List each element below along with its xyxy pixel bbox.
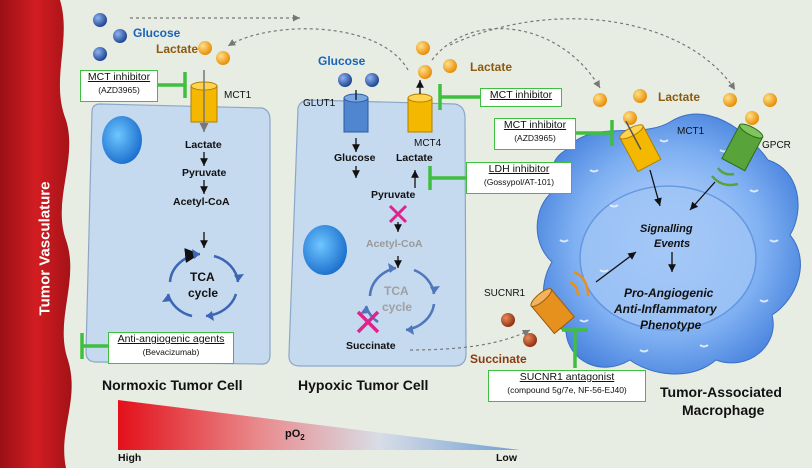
lactate-label-left: Lactate <box>156 42 199 56</box>
tca-block-x <box>356 310 380 334</box>
tca-left-line1: TCA <box>190 270 215 284</box>
hypoxic-acetylcoa: Acetyl-CoA <box>366 238 423 250</box>
lactate-molecules <box>198 41 777 125</box>
inhibitor-sucnr1-name: SUCNR1 antagonist <box>519 371 615 383</box>
hypoxic-glucose: Glucose <box>334 152 376 164</box>
inhibitor-angiogenic-name: Anti-angiogenic agents <box>117 333 225 345</box>
hypoxic-cell <box>288 99 467 367</box>
hypoxic-lactate: Lactate <box>396 152 433 164</box>
vasculature-label: Tumor Vasculature <box>36 181 54 316</box>
macrophage-anti-inflammatory: Anti-Inflammatory <box>614 302 717 316</box>
macrophage-pro-angiogenic: Pro-Angiogenic <box>624 286 714 300</box>
mct1-left-transporter <box>190 70 218 132</box>
normoxic-pyruvate: Pyruvate <box>182 167 227 179</box>
po2-label-sub: 2 <box>300 433 305 443</box>
lactate-label-mid: Lactate <box>470 60 513 74</box>
inhibitor-ldh-name: LDH inhibitor <box>488 163 550 175</box>
macrophage-vesicles <box>559 139 779 353</box>
sucnr1-signal-waves <box>569 270 590 297</box>
normoxic-lactate: Lactate <box>185 139 222 151</box>
hypoxic-succinate: Succinate <box>346 340 396 352</box>
inhibitor-ldh: LDH inhibitor (Gossypol/AT-101) <box>466 162 572 194</box>
lactate-label-right: Lactate <box>658 90 701 104</box>
inhibitor-angiogenic: Anti-angiogenic agents (Bevacizumab) <box>108 332 234 364</box>
glucose-molecules <box>93 13 379 87</box>
po2-label-main: pO <box>285 428 301 440</box>
hypoxic-cell-title: Hypoxic Tumor Cell <box>298 377 429 393</box>
inhibitor-mct4-name: MCT inhibitor <box>489 89 553 101</box>
mct4-transporter <box>407 93 433 133</box>
inhibitor-mct-right: MCT inhibitor (AZD3965) <box>494 118 576 150</box>
po2-gradient-bar <box>118 400 520 450</box>
macrophage-phenotype: Phenotype <box>640 318 702 332</box>
macrophage-nucleus <box>579 185 757 331</box>
tam-title-line2: Macrophage <box>682 402 765 418</box>
lactate-to-tam-arrow <box>431 28 601 89</box>
macrophage-events: Events <box>654 238 691 250</box>
normoxic-nucleus <box>102 116 142 164</box>
glut1-label: GLUT1 <box>303 98 336 109</box>
sucnr1-label: SUCNR1 <box>484 288 526 299</box>
sucnr1-receptor <box>530 288 575 335</box>
gpcr-label: GPCR <box>762 140 791 151</box>
glucose-label-mid: Glucose <box>318 54 366 68</box>
po2-label: pO2 <box>285 428 305 442</box>
tumor-vasculature <box>0 0 72 468</box>
inhibitor-mct4: MCT inhibitor <box>480 88 562 107</box>
tca-cycle-mid <box>360 263 440 335</box>
gradient-low-label: Low <box>496 452 517 464</box>
mct1-left-label: MCT1 <box>224 90 252 101</box>
mct1-right-label: MCT1 <box>677 126 705 137</box>
inhibitor-sucnr1-drug: (compound 5g/7e, NF-56-EJ40) <box>507 385 627 395</box>
inhibitor-sucnr1: SUCNR1 antagonist (compound 5g/7e, NF-56… <box>488 370 646 402</box>
inhibitor-mct-left-drug: (AZD3965) <box>98 85 140 95</box>
macrophage-arrows <box>595 169 716 283</box>
glucose-label-left: Glucose <box>133 26 181 40</box>
tca-mid-line2: cycle <box>382 300 413 314</box>
gradient-high-label: High <box>118 452 142 464</box>
inhibitor-mct-right-drug: (AZD3965) <box>514 133 556 143</box>
glut1-transporter <box>343 93 369 133</box>
mct4-label: MCT4 <box>414 138 442 149</box>
hypoxic-pathway-arrows <box>352 80 424 268</box>
inhibitor-ldh-drug: (Gossypol/AT-101) <box>483 177 555 187</box>
gpcr-signal-waves <box>711 167 739 187</box>
gpcr-receptor <box>721 123 764 172</box>
inhibitor-mct-right-name: MCT inhibitor <box>503 119 567 131</box>
hypoxic-nucleus <box>303 225 347 275</box>
succinate-export-arrow <box>409 329 531 351</box>
inhibitor-bars <box>80 72 614 368</box>
normoxic-cell-title: Normoxic Tumor Cell <box>102 377 243 393</box>
lactate-to-gpcr-arrow <box>449 18 736 91</box>
tca-cycle-left <box>162 248 244 321</box>
tca-left-line2: cycle <box>188 286 219 300</box>
tam-title-line1: Tumor-Associated <box>660 384 782 400</box>
mct1-right-transporter <box>619 120 662 173</box>
macrophage-signalling: Signalling <box>640 223 693 235</box>
tca-mid-line1: TCA <box>384 284 409 298</box>
succinate-molecules <box>501 313 537 347</box>
succinate-label: Succinate <box>470 352 527 366</box>
hypoxic-pyruvate: Pyruvate <box>371 189 416 201</box>
inhibitor-mct-left-name: MCT inhibitor <box>87 71 151 83</box>
inhibitor-angiogenic-drug: (Bevacizumab) <box>142 347 200 357</box>
pyruvate-block-x <box>388 204 408 224</box>
lactate-mct4-to-mct1-arrow <box>227 28 409 71</box>
normoxic-acetylcoa: Acetyl-CoA <box>173 196 230 208</box>
inhibitor-mct-left: MCT inhibitor (AZD3965) <box>80 70 158 102</box>
normoxic-cell <box>85 103 271 365</box>
